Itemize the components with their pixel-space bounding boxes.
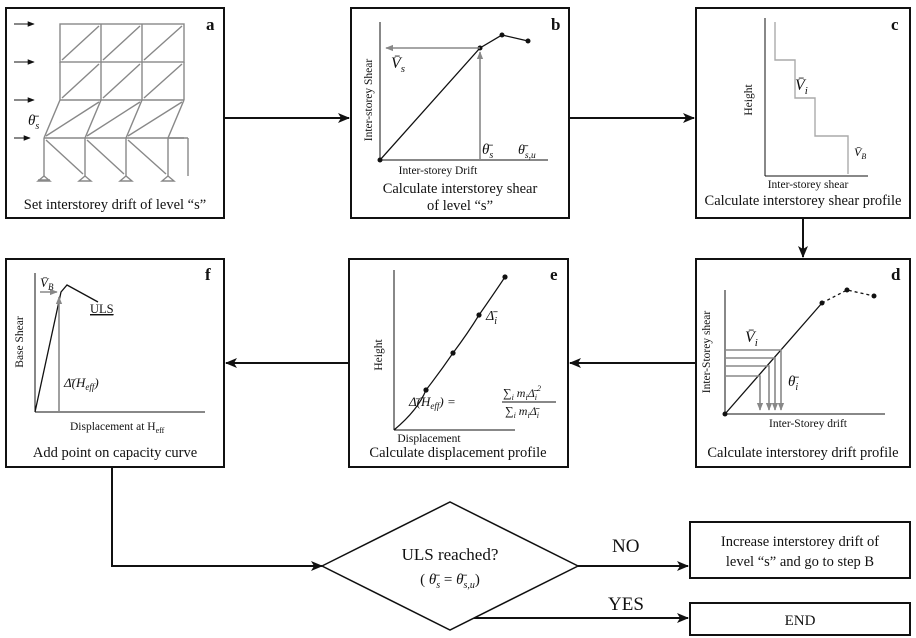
panel-c: c Height Inter-storey shear V̄i V̄B Calc…: [695, 7, 911, 219]
panel-d-xlabel: Inter-Storey drift: [769, 418, 848, 430]
branch-yes-label: YES: [608, 594, 644, 615]
panel-e-caption: Calculate displacement profile: [369, 445, 546, 461]
panel-f-border: [5, 258, 225, 468]
panel-d-caption: Calculate interstorey drift profile: [707, 445, 898, 461]
panel-f-vb-label: V̄B: [40, 275, 54, 292]
panel-b: b Inter-storey Shear Inter-storey Drift …: [350, 7, 570, 219]
panel-e-ylabel: Height: [373, 339, 385, 371]
panel-c-vi-label: V̄i: [795, 77, 808, 97]
panel-e-point-3: [476, 312, 482, 318]
panel-e-xlabel: Displacement: [397, 433, 461, 445]
panel-d-border: [695, 258, 911, 468]
panel-e-delta-heff: Δ̄(Heff) =: [408, 394, 456, 411]
flow-arrows: [111, 113, 808, 623]
increase-drift-border: [689, 521, 911, 579]
panel-c-ylabel: Height: [743, 84, 755, 116]
increase-drift-line1: Increase interstorey drift of: [721, 534, 879, 550]
panel-b-caption-line2: of level “s”: [427, 198, 493, 214]
panel-c-letter: c: [891, 15, 899, 34]
decision-node: ULS reached? ( θ̄s = θ̄s,u): [320, 501, 580, 631]
panel-f-uls-label: ULS: [90, 302, 114, 316]
panel-e: e Height Displacement Δ̄i Δ̄(Heff) = ∑i …: [348, 258, 569, 468]
panel-f-delta-label: Δ̄(Heff): [63, 375, 99, 392]
panel-e-point-2: [450, 350, 456, 356]
panel-e-letter: e: [550, 265, 558, 284]
panel-d-theta-i: θ̄i: [788, 374, 799, 393]
panel-e-point-1: [423, 387, 429, 393]
decision-diamond: [320, 501, 580, 631]
panel-b-letter: b: [551, 15, 560, 34]
panel-f-xlabel: Displacement at Heff: [70, 421, 165, 435]
increase-drift-box: Increase interstorey drift of level “s” …: [689, 521, 911, 579]
panel-c-border: [695, 7, 911, 219]
panel-b-point-2: [499, 32, 505, 38]
panel-b-caption-line1: Calculate interstorey shear: [383, 181, 538, 197]
panel-e-point-4: [502, 274, 508, 280]
panel-a-caption: Set interstorey drift of level “s”: [24, 197, 206, 213]
panel-d-point-2: [844, 287, 850, 293]
panel-c-caption: Calculate interstorey shear profile: [705, 193, 902, 209]
panel-d-point-origin: [722, 411, 728, 417]
panel-f-ylabel: Base Shear: [14, 316, 26, 368]
panel-b-point-3: [525, 38, 531, 44]
panel-c-shear-profile: [774, 22, 849, 174]
panel-b-xlabel: Inter-storey Drift: [399, 165, 478, 177]
end-box: END: [689, 602, 911, 636]
branch-no-label: NO: [612, 536, 639, 557]
panel-f-letter: f: [205, 265, 211, 284]
panel-a-theta-label: θ̄s: [28, 113, 39, 132]
panel-b-v-label: V̄s: [391, 55, 405, 75]
panel-d-letter: d: [891, 265, 901, 284]
panel-c-vb-label: V̄B: [854, 145, 866, 161]
panel-d-ylabel: Inter-Storey shear: [701, 311, 713, 394]
lateral-load-arrows: [14, 21, 35, 141]
panel-b-ylabel: Inter-storey Shear: [363, 59, 375, 142]
panel-d-point-1: [819, 300, 825, 306]
decision-condition: ( θ̄s = θ̄s,u): [420, 572, 480, 591]
panel-f: f Base Shear Displacement at Heff V̄B UL…: [5, 258, 225, 468]
decision-question: ULS reached?: [402, 545, 499, 564]
deformed-frame-drawing: [36, 23, 189, 182]
panel-e-fraction-numerator: ∑i miΔ̄i2: [503, 384, 541, 402]
panel-b-curve: [379, 34, 529, 161]
panel-b-theta-s: θ̄s: [482, 142, 493, 161]
panel-e-border: [348, 258, 569, 468]
arrow-f-to-decision: [111, 467, 323, 571]
panel-d-vi-label: V̄i: [745, 329, 758, 349]
panel-e-fraction-denominator: ∑i miΔ̄i: [505, 404, 540, 420]
end-border: [689, 602, 911, 636]
panel-b-point-origin: [377, 157, 383, 163]
panel-d-drift-arrows: [725, 349, 785, 411]
panel-b-border: [350, 7, 570, 219]
panel-a: a: [5, 7, 225, 219]
end-label: END: [785, 613, 816, 629]
panel-f-capacity-curve: [34, 284, 99, 413]
panel-a-letter: a: [206, 15, 215, 34]
panel-a-border: [5, 7, 225, 219]
panel-d: d Inter-Storey shear Inter-Storey drift …: [695, 258, 911, 468]
panel-b-theta-su: θ̄s,u: [518, 143, 536, 161]
increase-drift-line2: level “s” and go to step B: [726, 554, 874, 570]
panel-c-xlabel: Inter-storey shear: [768, 179, 849, 191]
panel-f-caption: Add point on capacity curve: [33, 445, 197, 461]
panel-d-point-3: [871, 293, 877, 299]
